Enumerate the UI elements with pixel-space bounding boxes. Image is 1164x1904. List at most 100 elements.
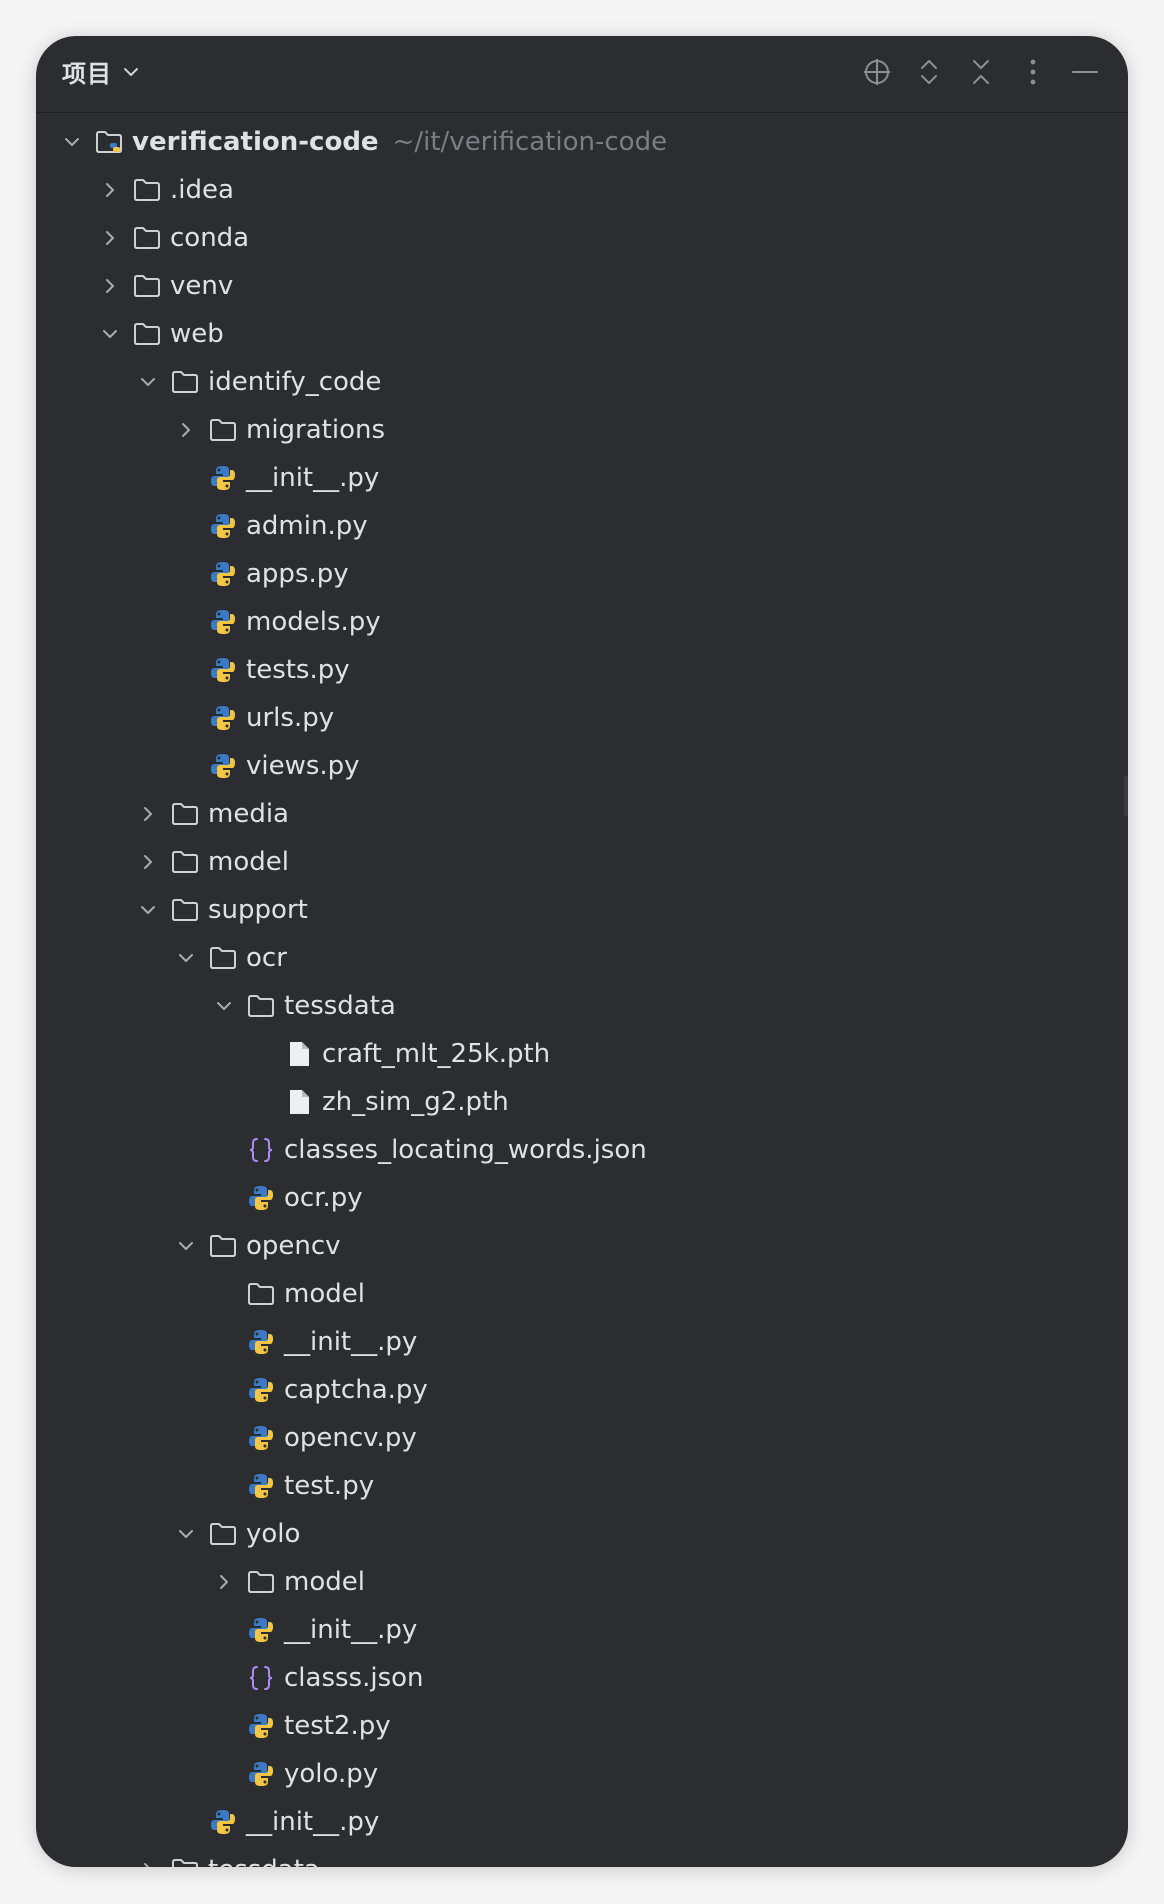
tree-item-label: ocr <box>246 943 287 973</box>
tree-indent-spacer <box>172 454 200 502</box>
expand-collapse-icon[interactable] <box>914 54 944 90</box>
folder-icon <box>170 799 200 829</box>
folder-icon <box>170 367 200 397</box>
tree-row-opencv-py[interactable]: opencv.py <box>36 1414 1128 1462</box>
tree-item-label: model <box>208 847 289 877</box>
tree-row-venv[interactable]: venv <box>36 262 1128 310</box>
tree-row-ocr[interactable]: ocr <box>36 934 1128 982</box>
chevron-down-icon[interactable] <box>134 358 162 406</box>
python-file-icon <box>208 1807 238 1837</box>
tree-row-yolo-py[interactable]: yolo.py <box>36 1750 1128 1798</box>
python-file-icon <box>208 751 238 781</box>
tree-row-craft-mlt-25k-pth[interactable]: craft_mlt_25k.pth <box>36 1030 1128 1078</box>
tree-indent-spacer <box>210 1126 238 1174</box>
tree-item-label: model <box>284 1279 365 1309</box>
chevron-down-icon[interactable] <box>58 118 86 166</box>
tree-item-label: web <box>170 319 224 349</box>
folder-icon <box>246 1567 276 1597</box>
json-file-icon <box>246 1135 276 1165</box>
python-file-icon <box>246 1471 276 1501</box>
tree-row-test2-py[interactable]: test2.py <box>36 1702 1128 1750</box>
chevron-right-icon[interactable] <box>172 406 200 454</box>
panel-title-dropdown[interactable]: 项目 <box>62 54 140 89</box>
tree-item-label: test2.py <box>284 1711 391 1741</box>
tree-row-model[interactable]: model <box>36 1270 1128 1318</box>
tree-row-test-py[interactable]: test.py <box>36 1462 1128 1510</box>
tree-row-models-py[interactable]: models.py <box>36 598 1128 646</box>
chevron-right-icon[interactable] <box>96 262 124 310</box>
python-file-icon <box>246 1615 276 1645</box>
tree-row-tessdata[interactable]: tessdata <box>36 1846 1128 1867</box>
tree-row-init-py[interactable]: __init__.py <box>36 1606 1128 1654</box>
chevron-right-icon[interactable] <box>96 214 124 262</box>
tree-item-label: migrations <box>246 415 386 445</box>
folder-icon <box>208 415 238 445</box>
tree-item-label: venv <box>170 271 234 301</box>
tree-row-views-py[interactable]: views.py <box>36 742 1128 790</box>
chevron-down-icon[interactable] <box>96 310 124 358</box>
tree-indent-spacer <box>172 1798 200 1846</box>
tree-row-urls-py[interactable]: urls.py <box>36 694 1128 742</box>
tree-row-web[interactable]: web <box>36 310 1128 358</box>
folder-icon <box>246 1279 276 1309</box>
tree-item-label: ocr.py <box>284 1183 363 1213</box>
tree-indent-spacer <box>210 1654 238 1702</box>
python-file-icon <box>246 1183 276 1213</box>
tree-item-label: admin.py <box>246 511 368 541</box>
tree-row-conda[interactable]: conda <box>36 214 1128 262</box>
tree-indent-spacer <box>248 1030 276 1078</box>
tree-item-label: opencv.py <box>284 1423 417 1453</box>
panel-title: 项目 <box>62 60 112 88</box>
tree-item-label: media <box>208 799 289 829</box>
tree-item-label: classes_locating_words.json <box>284 1135 647 1165</box>
tree-item-label: support <box>208 895 308 925</box>
tree-row-captcha-py[interactable]: captcha.py <box>36 1366 1128 1414</box>
tree-row-apps-py[interactable]: apps.py <box>36 550 1128 598</box>
python-file-icon <box>208 511 238 541</box>
collapse-all-icon[interactable] <box>966 54 996 90</box>
tree-row-idea[interactable]: .idea <box>36 166 1128 214</box>
tree-row-media[interactable]: media <box>36 790 1128 838</box>
tree-row-model[interactable]: model <box>36 1558 1128 1606</box>
python-file-icon <box>246 1711 276 1741</box>
file-icon <box>284 1039 314 1069</box>
tree-item-label: captcha.py <box>284 1375 428 1405</box>
scrollbar[interactable] <box>1124 776 1128 816</box>
minimize-icon[interactable] <box>1070 54 1100 90</box>
tree-row-init-py[interactable]: __init__.py <box>36 1798 1128 1846</box>
chevron-right-icon[interactable] <box>96 166 124 214</box>
chevron-right-icon[interactable] <box>134 790 162 838</box>
tree-row-opencv[interactable]: opencv <box>36 1222 1128 1270</box>
chevron-down-icon[interactable] <box>172 1222 200 1270</box>
chevron-right-icon[interactable] <box>134 838 162 886</box>
tree-row-admin-py[interactable]: admin.py <box>36 502 1128 550</box>
folder-icon <box>246 991 276 1021</box>
tree-row-support[interactable]: support <box>36 886 1128 934</box>
tree-row-classes-locating-words-json[interactable]: classes_locating_words.json <box>36 1126 1128 1174</box>
tree-indent-spacer <box>210 1462 238 1510</box>
chevron-right-icon[interactable] <box>210 1558 238 1606</box>
tree-row-tessdata[interactable]: tessdata <box>36 982 1128 1030</box>
chevron-down-icon[interactable] <box>134 886 162 934</box>
folder-icon <box>208 1231 238 1261</box>
tree-row-identify-code[interactable]: identify_code <box>36 358 1128 406</box>
tree-row-init-py[interactable]: __init__.py <box>36 1318 1128 1366</box>
locate-icon[interactable] <box>862 54 892 90</box>
tree-row-model[interactable]: model <box>36 838 1128 886</box>
tree-row-init-py[interactable]: __init__.py <box>36 454 1128 502</box>
chevron-right-icon[interactable] <box>134 1846 162 1867</box>
chevron-down-icon[interactable] <box>172 1510 200 1558</box>
python-file-icon <box>246 1423 276 1453</box>
tree-row-zh-sim-g2-pth[interactable]: zh_sim_g2.pth <box>36 1078 1128 1126</box>
tree-row-migrations[interactable]: migrations <box>36 406 1128 454</box>
more-options-icon[interactable] <box>1018 54 1048 90</box>
chevron-down-icon[interactable] <box>172 934 200 982</box>
tree-row-ocr-py[interactable]: ocr.py <box>36 1174 1128 1222</box>
chevron-down-icon[interactable] <box>210 982 238 1030</box>
tree-row-yolo[interactable]: yolo <box>36 1510 1128 1558</box>
tree-row-tests-py[interactable]: tests.py <box>36 646 1128 694</box>
tree-row-verification-code[interactable]: verification-code~/it/verification-code <box>36 118 1128 166</box>
tree-row-classs-json[interactable]: classs.json <box>36 1654 1128 1702</box>
file-icon <box>284 1087 314 1117</box>
folder-icon <box>170 1855 200 1867</box>
